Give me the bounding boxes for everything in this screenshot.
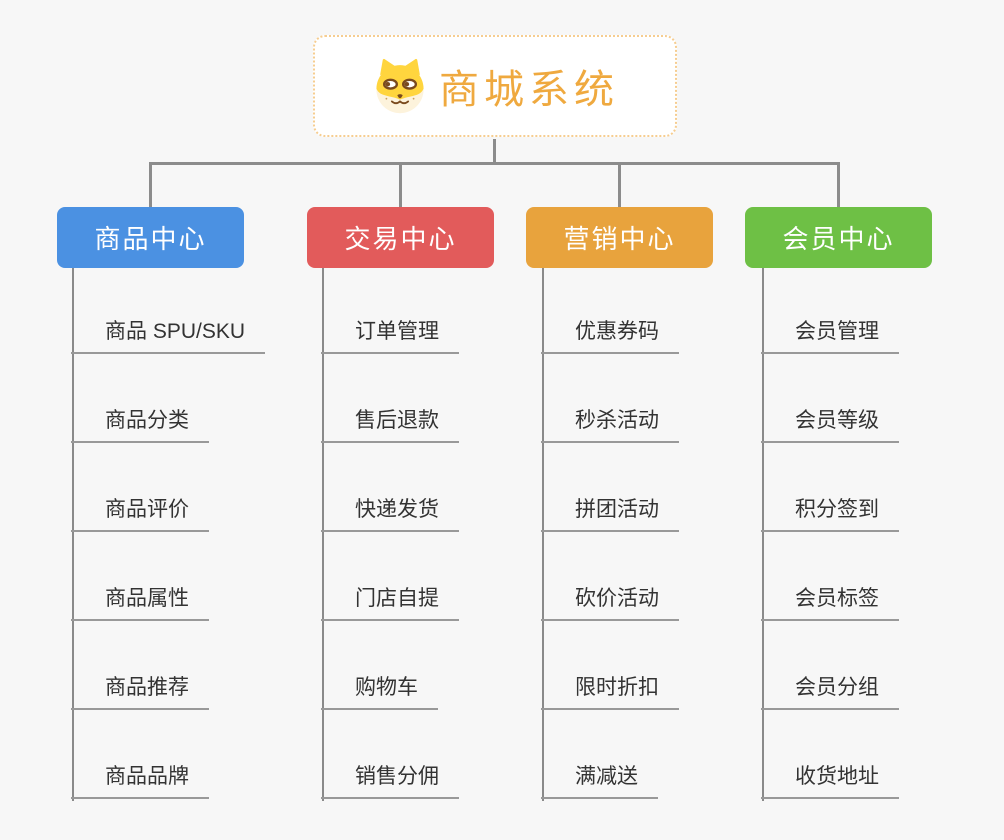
leaf-item[interactable]: 商品属性 (71, 584, 209, 621)
leaf-item[interactable]: 销售分佣 (321, 762, 459, 799)
leaf-item[interactable]: 限时折扣 (541, 673, 679, 710)
leaf-item[interactable]: 会员标签 (761, 584, 899, 621)
leaf-item[interactable]: 商品品牌 (71, 762, 209, 799)
connector-horizontal (149, 162, 840, 165)
dog-face-icon (376, 58, 424, 114)
leaf-item[interactable]: 秒杀活动 (541, 406, 679, 443)
leaf-item[interactable]: 积分签到 (761, 495, 899, 532)
branch-node-trade[interactable]: 交易中心 (307, 207, 494, 268)
leaf-item[interactable]: 会员等级 (761, 406, 899, 443)
leaf-item[interactable]: 售后退款 (321, 406, 459, 443)
connector-drop-marketing (618, 164, 621, 207)
root-title: 商城系统 (439, 68, 619, 112)
leaf-item[interactable]: 商品推荐 (71, 673, 209, 710)
connector-drop-member (837, 164, 840, 207)
trunk-line (72, 268, 74, 801)
branch-node-product[interactable]: 商品中心 (57, 207, 244, 268)
leaf-item[interactable]: 购物车 (321, 673, 438, 710)
branch-node-member[interactable]: 会员中心 (745, 207, 932, 268)
leaf-item[interactable]: 砍价活动 (541, 584, 679, 621)
leaf-column-product: 商品 SPU/SKU 商品分类 商品评价 商品属性 商品推荐 商品品牌 (71, 268, 312, 808)
leaf-column-trade: 订单管理 售后退款 快递发货 门店自提 购物车 销售分佣 (321, 268, 562, 808)
leaf-item[interactable]: 拼团活动 (541, 495, 679, 532)
connector-drop-product (149, 164, 152, 207)
branch-node-marketing[interactable]: 营销中心 (526, 207, 713, 268)
leaf-column-marketing: 优惠券码 秒杀活动 拼团活动 砍价活动 限时折扣 满减送 (541, 268, 782, 808)
trunk-line (542, 268, 544, 801)
leaf-item[interactable]: 商品分类 (71, 406, 209, 443)
connector-root-stub (493, 139, 496, 163)
leaf-item[interactable]: 快递发货 (321, 495, 459, 532)
root-node[interactable]: 商城系统 (313, 35, 677, 137)
leaf-item[interactable]: 门店自提 (321, 584, 459, 621)
connector-drop-trade (399, 164, 402, 207)
leaf-item[interactable]: 满减送 (541, 762, 658, 799)
leaf-column-member: 会员管理 会员等级 积分签到 会员标签 会员分组 收货地址 (761, 268, 1002, 808)
leaf-item[interactable]: 商品 SPU/SKU (71, 317, 266, 354)
leaf-item[interactable]: 订单管理 (321, 317, 459, 354)
leaf-item[interactable]: 优惠券码 (541, 317, 679, 354)
leaf-item[interactable]: 收货地址 (761, 762, 899, 799)
leaf-item[interactable]: 商品评价 (71, 495, 209, 532)
leaf-item[interactable]: 会员分组 (761, 673, 899, 710)
trunk-line (762, 268, 764, 801)
leaf-item[interactable]: 会员管理 (761, 317, 899, 354)
trunk-line (322, 268, 324, 801)
